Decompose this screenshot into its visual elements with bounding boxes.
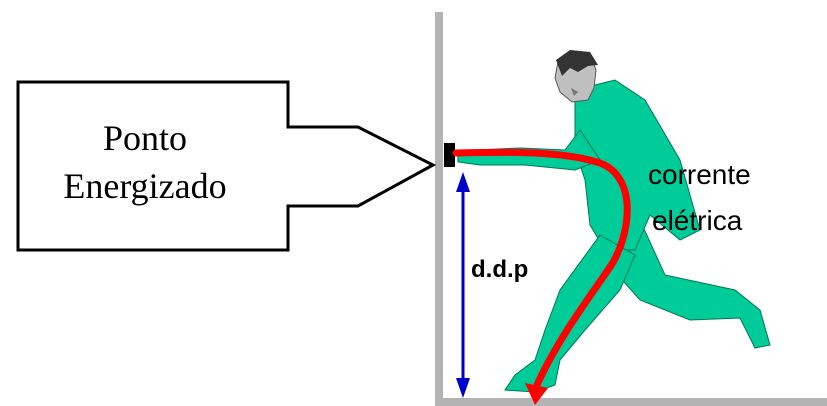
energized-point-arrow: Ponto Energizado: [16, 80, 437, 252]
current-path: [452, 148, 631, 405]
arrow-label-line2: Energizado: [63, 166, 226, 206]
voltage-label: d.d.p: [471, 256, 528, 283]
head-icon: [554, 50, 598, 103]
voltage-arrow: [456, 172, 470, 398]
floor: [435, 398, 827, 406]
current-label-line1: corrente: [648, 159, 751, 190]
arrow-label-line1: Ponto: [103, 118, 187, 158]
wall: [435, 12, 443, 404]
current-label-line2: elétrica: [652, 205, 743, 236]
energized-point-icon: [444, 143, 455, 167]
